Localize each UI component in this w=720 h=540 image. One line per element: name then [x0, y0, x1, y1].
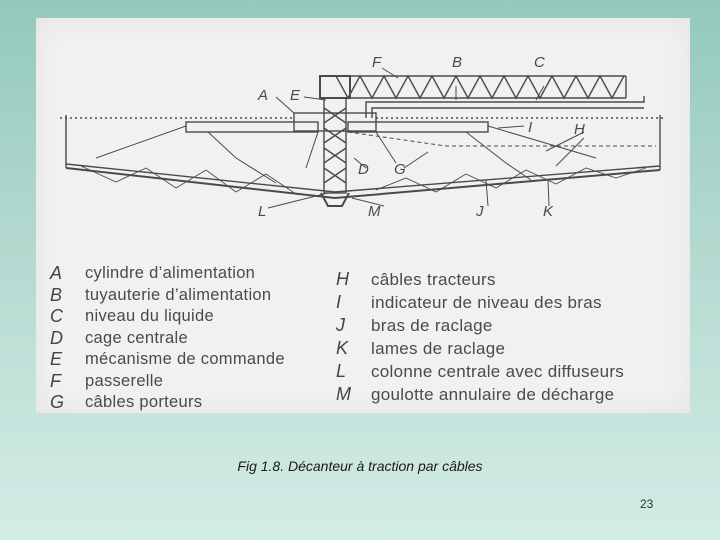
figure-caption: Fig 1.8. Décanteur à traction par câbles — [237, 458, 483, 474]
legend-letter: J — [336, 315, 345, 335]
legend-letter: B — [50, 284, 63, 305]
callout-M: M — [368, 203, 381, 220]
legend-text: mécanisme de commande — [85, 350, 285, 369]
callout-labels: A E F B C I H D G L M J K — [257, 54, 585, 220]
tank — [60, 115, 666, 170]
callout-E: E — [290, 87, 301, 104]
legend-text: niveau du liquide — [85, 307, 214, 326]
scraper-arms — [65, 121, 661, 200]
legend-text: câbles tracteurs — [371, 269, 496, 289]
legend-text: goulotte annulaire de décharge — [371, 384, 615, 404]
callout-A: A — [257, 87, 268, 104]
callout-D: D — [358, 161, 369, 178]
callout-H: H — [574, 121, 585, 138]
legend-text: cage centrale — [85, 328, 188, 347]
callout-B: B — [452, 54, 462, 71]
leader-lines — [267, 67, 585, 209]
discharge-hopper — [320, 192, 350, 207]
clarifier-diagram: A E F B C I H D G L M J K — [60, 54, 666, 220]
callout-I: I — [528, 119, 532, 136]
callout-G: G — [394, 161, 406, 178]
footbridge-truss — [321, 74, 627, 100]
legend-letter: C — [50, 306, 63, 327]
legend-text: tuyauterie d’alimentation — [85, 285, 272, 304]
callout-L: L — [258, 203, 266, 220]
legend-text: indicateur de niveau des bras — [371, 292, 602, 312]
legend-text: câbles porteurs — [85, 393, 203, 412]
legend-letter: E — [50, 349, 63, 370]
callout-F: F — [372, 54, 382, 71]
legend-text: cylindre d’alimentation — [85, 264, 256, 283]
legend-letter: D — [50, 327, 63, 348]
callout-C: C — [534, 54, 545, 71]
feed-pipe — [365, 96, 645, 118]
legend-letter: I — [336, 292, 342, 312]
legend-text: passerelle — [85, 371, 164, 390]
legend-text: bras de raclage — [371, 315, 493, 335]
legend-letter: L — [336, 361, 347, 381]
legend-letter: M — [336, 384, 351, 404]
legend-text: lames de raclage — [371, 338, 506, 358]
legend-letter: G — [50, 392, 65, 413]
callout-J: J — [475, 203, 484, 220]
cables — [95, 125, 656, 184]
legend-letter: K — [336, 338, 349, 358]
callout-K: K — [543, 203, 554, 220]
central-cage — [323, 97, 347, 194]
legend-letter: A — [50, 263, 63, 284]
legend-letter: H — [336, 269, 349, 289]
page-number: 23 — [640, 497, 654, 511]
legend-letter: F — [50, 370, 61, 391]
legend-text: colonne centrale avec diffuseurs — [371, 361, 625, 381]
